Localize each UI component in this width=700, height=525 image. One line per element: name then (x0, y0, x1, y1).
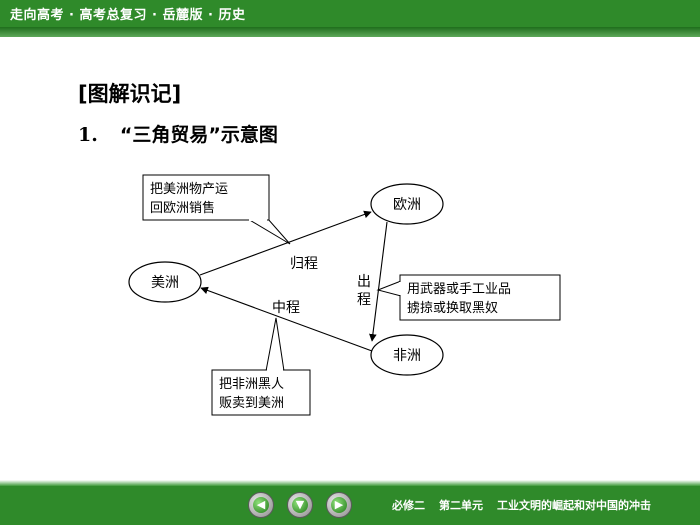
node-europe (370, 183, 444, 225)
outbound-arrow (369, 221, 388, 342)
return-label: 归程 (290, 255, 318, 272)
node-africa (370, 334, 444, 376)
middle-arrow (200, 286, 373, 352)
callout-outbound-tail (376, 280, 402, 297)
callout-middle-box (211, 369, 311, 416)
footer-shade (0, 480, 700, 486)
callout-middle-tail (265, 317, 285, 372)
node-americas (128, 261, 202, 303)
callout-return-tail (246, 218, 291, 245)
middle-label: 中程 (272, 300, 300, 316)
return-arrow (199, 210, 372, 276)
next-button[interactable]: ▶ (326, 492, 352, 518)
footer-unit: 第二单元 (439, 499, 483, 512)
arrow-left-icon: ◀ (253, 497, 269, 513)
prev-button[interactable]: ◀ (248, 492, 274, 518)
node-europe-label: 欧洲 (393, 197, 421, 213)
callout-middle-line1: 把非洲黑人 (219, 377, 284, 392)
node-americas-label: 美洲 (151, 275, 179, 291)
node-africa-label: 非洲 (393, 348, 421, 364)
outbound-label-char-2: 程 (357, 292, 371, 308)
footer-text: 必修二 第二单元 工业文明的崛起和对中国的冲击 (392, 497, 651, 513)
footer-topic: 工业文明的崛起和对中国的冲击 (497, 499, 651, 512)
down-button[interactable]: ▼ (287, 492, 313, 518)
outbound-label: 出 程 (357, 274, 371, 308)
header-shade (0, 27, 700, 37)
footer-course: 必修二 (392, 499, 425, 512)
arrow-right-icon: ▶ (331, 497, 347, 513)
arrow-down-icon: ▼ (292, 497, 308, 513)
diagram-title: 1. “三角贸易”示意图 (78, 120, 278, 147)
callout-return-line1: 把美洲物产运 (150, 182, 228, 197)
callout-outbound-line1: 用武器或手工业品 (407, 282, 511, 297)
callout-return-line2: 回欧洲销售 (150, 200, 215, 216)
section-heading: [图解识记] (78, 82, 182, 106)
callout-return-box (142, 174, 270, 221)
outbound-label-char-1: 出 (357, 274, 371, 290)
header-title: 走向高考 · 高考总复习 · 岳麓版 · 历史 (10, 8, 246, 23)
callout-outbound-line2: 掳掠或换取黑奴 (407, 300, 498, 316)
callout-middle-line2: 贩卖到美洲 (219, 396, 284, 411)
diagram-number: 1. (78, 124, 98, 146)
diagram-title-text: “三角贸易”示意图 (119, 124, 278, 146)
header-bar: 走向高考 · 高考总复习 · 岳麓版 · 历史 (0, 0, 700, 27)
callout-outbound-box (399, 274, 561, 321)
